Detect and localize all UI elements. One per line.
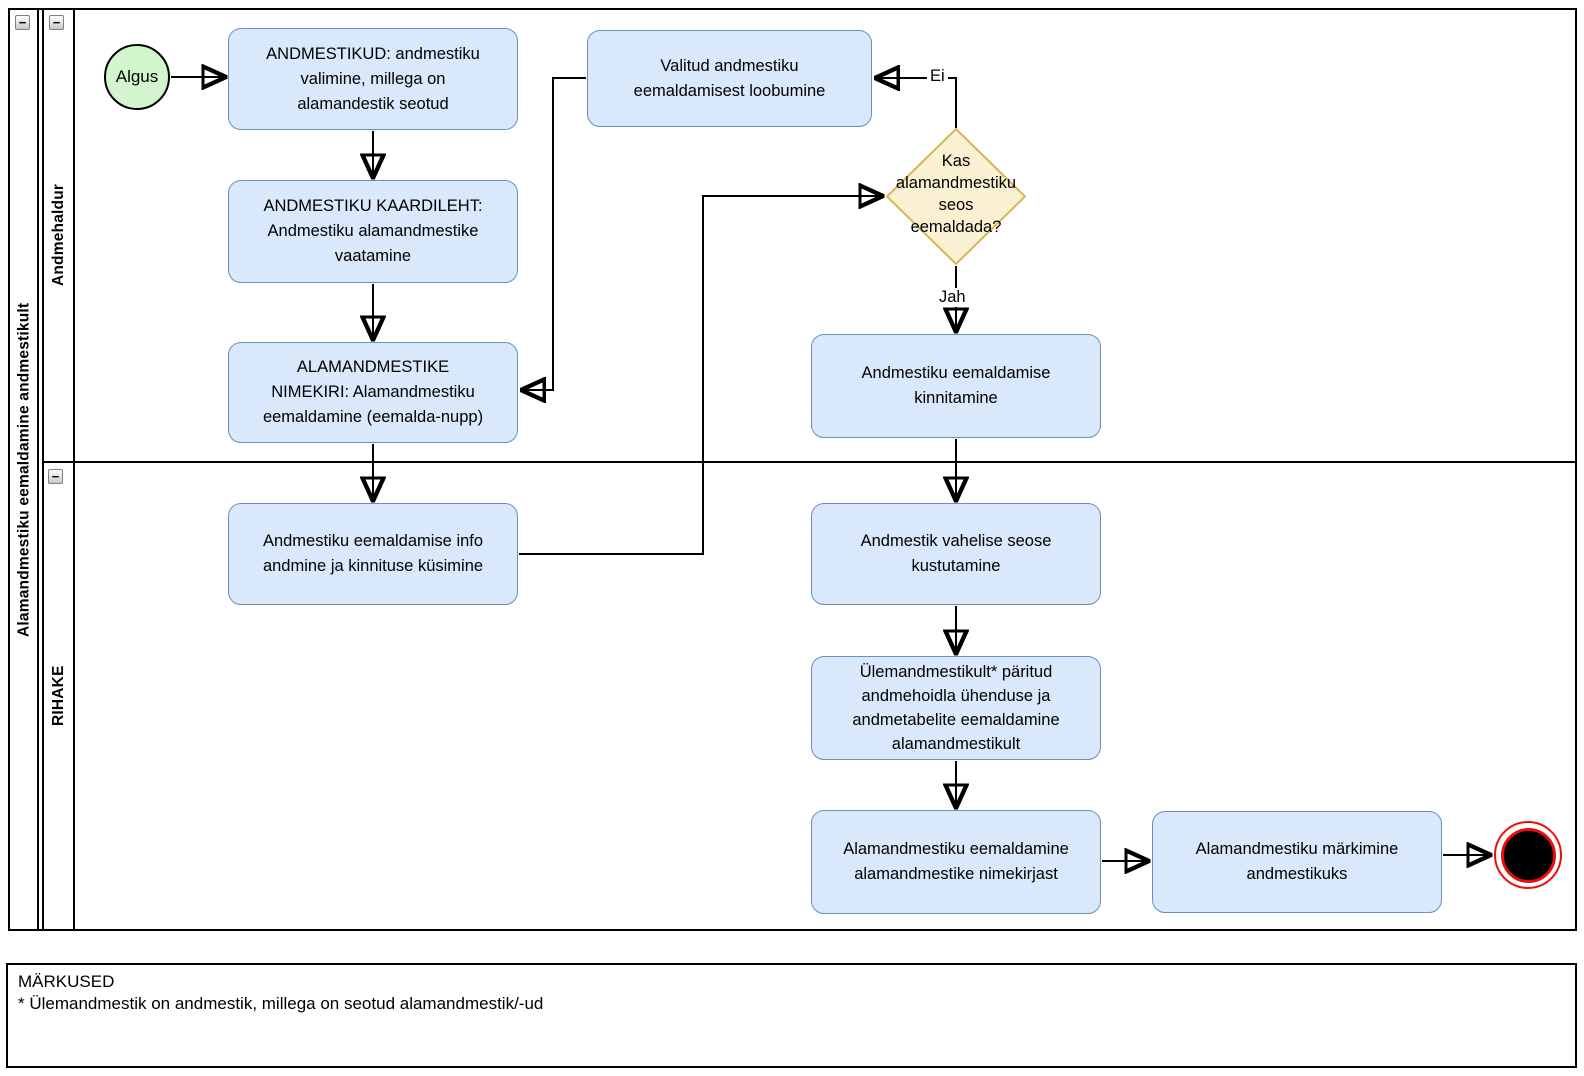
task-info[interactable]: Andmestiku eemaldamise info andmine ja k… bbox=[228, 503, 518, 605]
decision-label: Kas alamandmestiku seos eemaldada? bbox=[895, 152, 1017, 236]
pool-collapse-button[interactable]: − bbox=[15, 15, 30, 30]
edge-label-ei: Ei bbox=[927, 67, 948, 86]
task-loobumine[interactable]: Valitud andmestiku eemaldamisest loobumi… bbox=[587, 30, 872, 127]
notes-body: * Ülemandmestik on andmestik, millega on… bbox=[18, 994, 544, 1013]
task-andmestikud[interactable]: ANDMESTIKUD: andmestiku valimine, milleg… bbox=[228, 28, 518, 130]
start-event[interactable]: Algus bbox=[104, 44, 170, 110]
task-kinnitamine[interactable]: Andmestiku eemaldamise kinnitamine bbox=[811, 334, 1101, 438]
lane-divider bbox=[42, 461, 1577, 463]
end-event[interactable] bbox=[1494, 821, 1562, 889]
task-nimekiri[interactable]: ALAMANDMESTIKE NIMEKIRI: Alamandmestiku … bbox=[228, 342, 518, 443]
decision-gateway[interactable] bbox=[886, 128, 1026, 265]
lane1-collapse-button[interactable]: − bbox=[49, 15, 64, 30]
pool-frame bbox=[8, 8, 1577, 931]
lanes-left-border bbox=[42, 8, 44, 931]
notes-title: MÄRKUSED bbox=[18, 972, 115, 991]
task-ylemandmestikult[interactable]: Ülemandmestikult* päritud andmehoidla üh… bbox=[811, 656, 1101, 760]
lane-label-strip-border bbox=[73, 8, 75, 931]
notes-box: MÄRKUSED * Ülemandmestik on andmestik, m… bbox=[6, 963, 1577, 1068]
start-event-label: Algus bbox=[115, 67, 159, 86]
task-markimine[interactable]: Alamandmestiku märkimine andmestikuks bbox=[1152, 811, 1442, 913]
end-event-inner-circle bbox=[1500, 827, 1556, 883]
task-kustutamine[interactable]: Andmestik vahelise seose kustutamine bbox=[811, 503, 1101, 605]
pool-title-strip bbox=[8, 8, 39, 931]
pool-title: Alamandmestiku eemaldamine andmestikult bbox=[15, 302, 33, 637]
lane2-collapse-button[interactable]: − bbox=[48, 469, 63, 484]
lane-label-andmehaldur: Andmehaldur bbox=[50, 183, 67, 286]
task-kaardileht[interactable]: ANDMESTIKU KAARDILEHT: Andmestiku alaman… bbox=[228, 180, 518, 283]
task-nimekirjast[interactable]: Alamandmestiku eemaldamine alamandmestik… bbox=[811, 810, 1101, 914]
lane-label-rihake: RIHAKE bbox=[50, 665, 67, 726]
edge-label-jah: Jah bbox=[936, 288, 969, 307]
